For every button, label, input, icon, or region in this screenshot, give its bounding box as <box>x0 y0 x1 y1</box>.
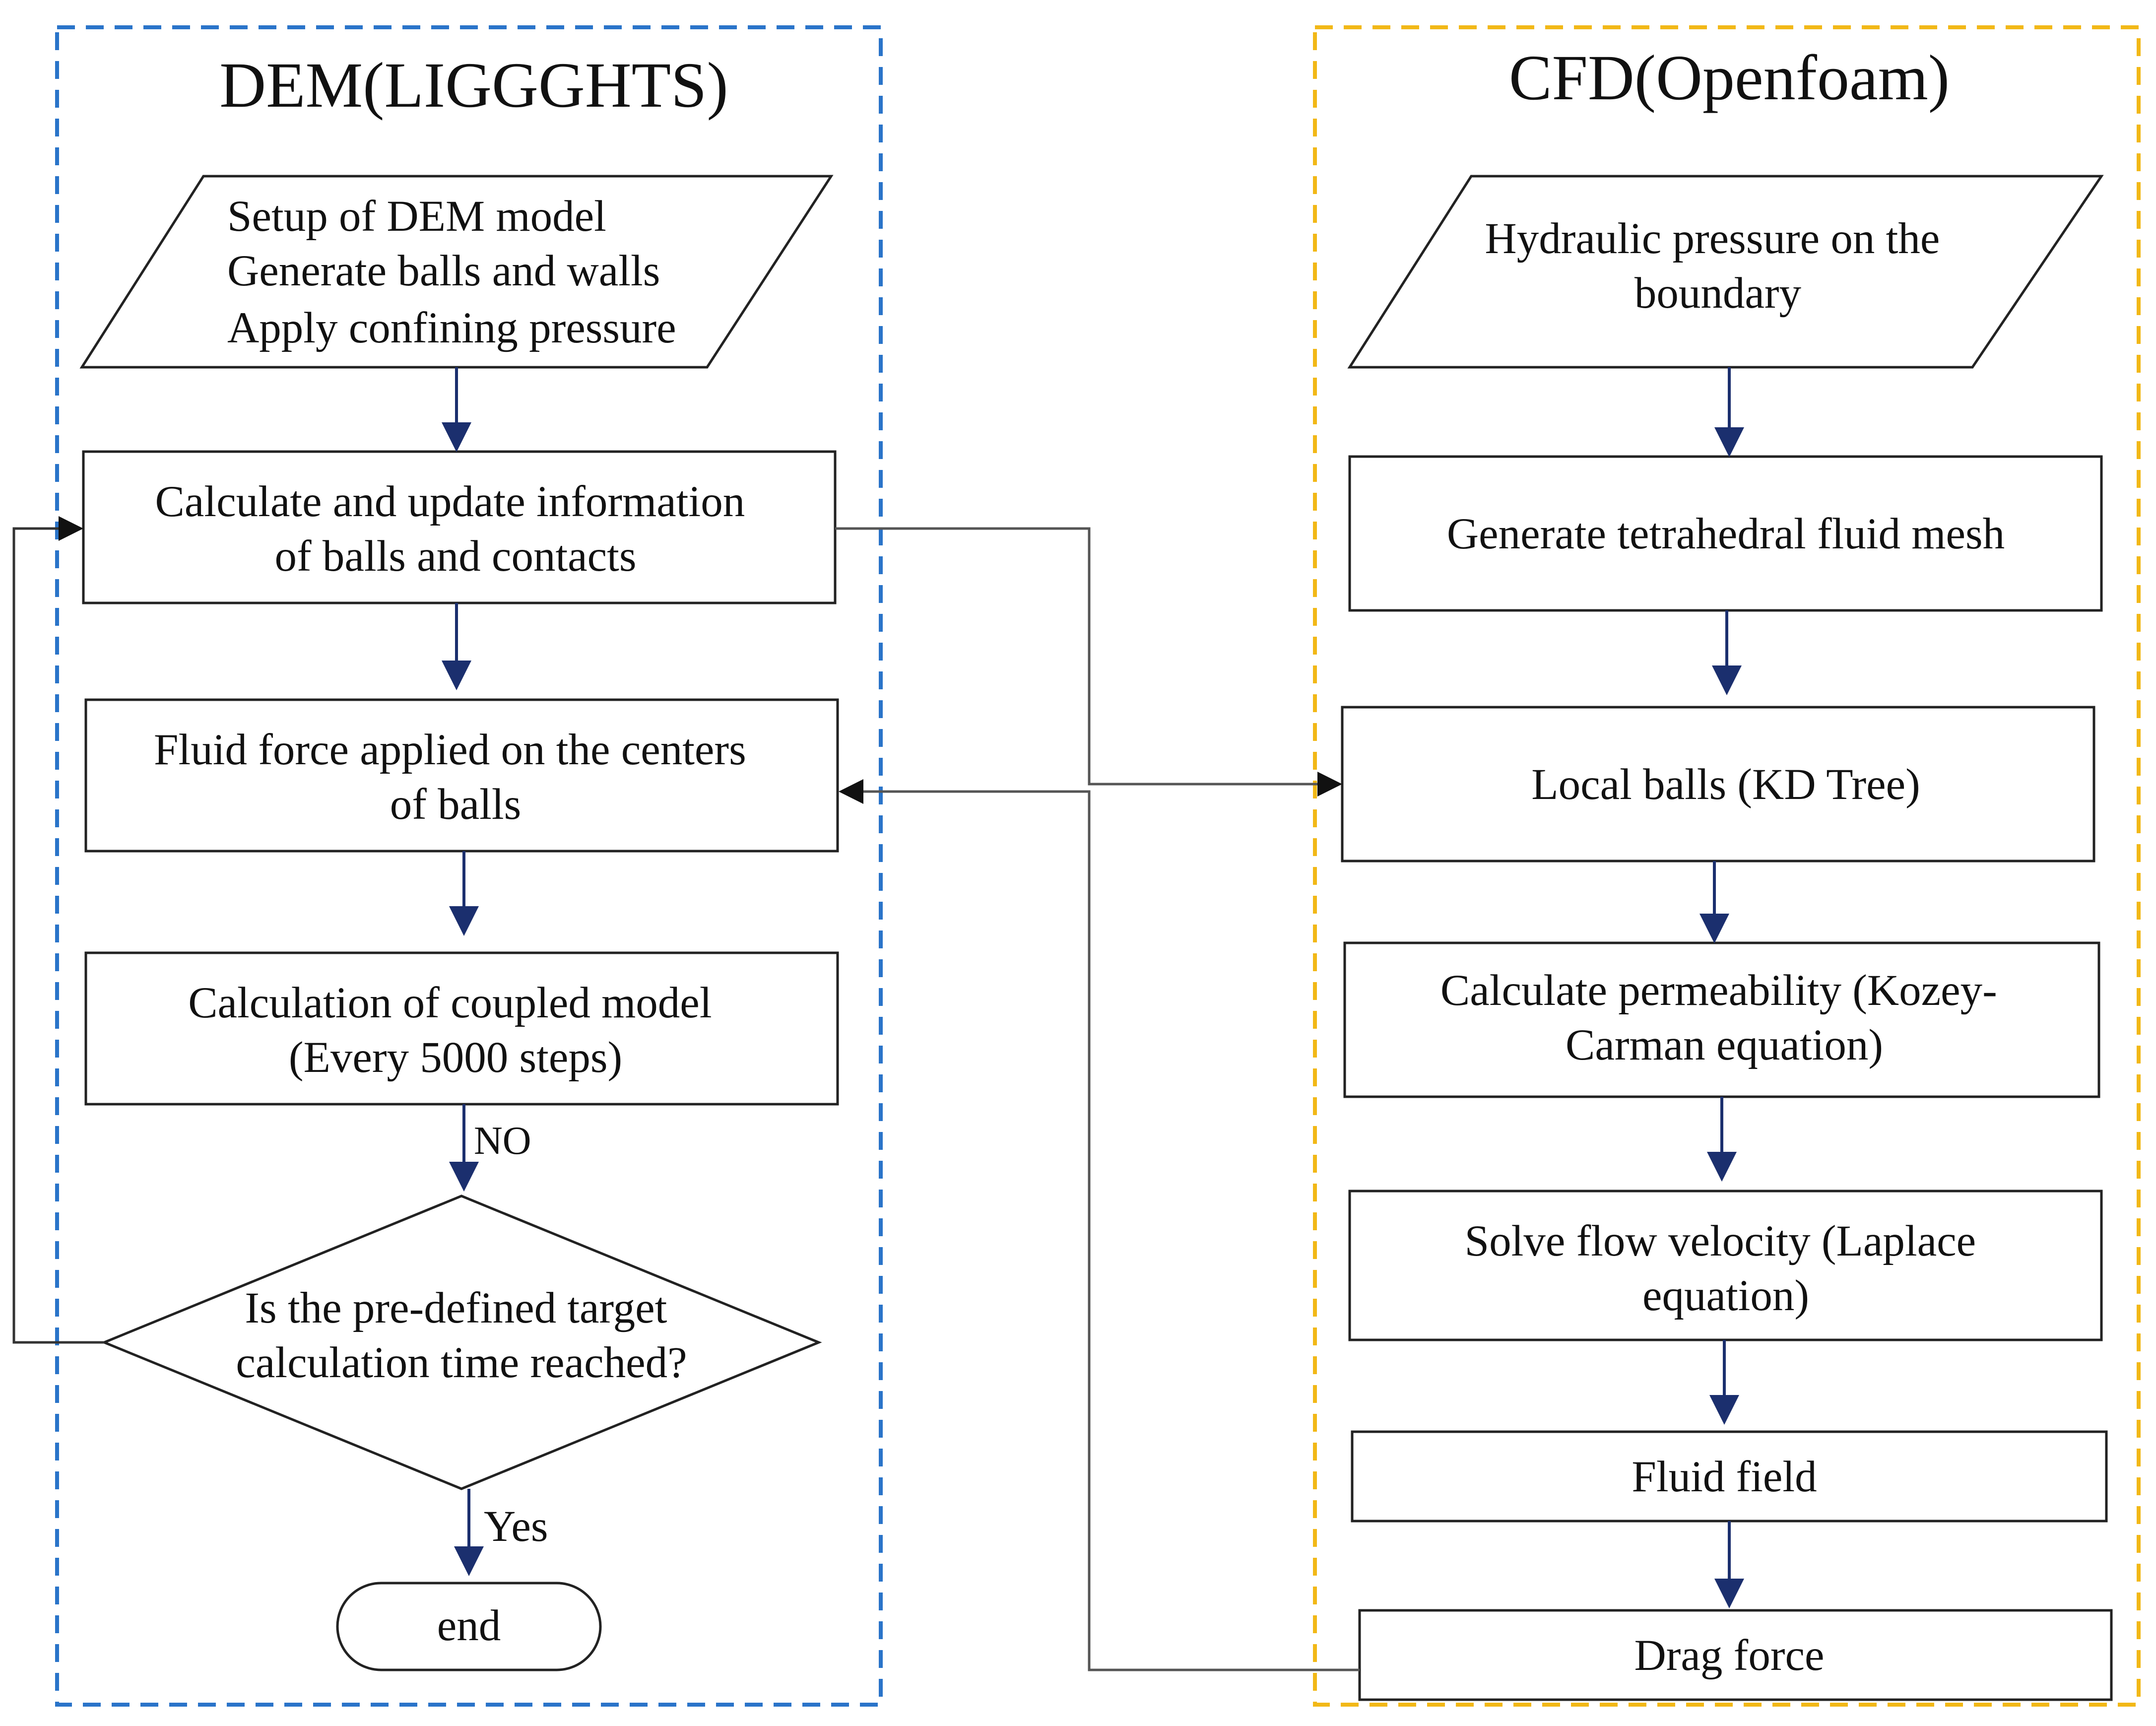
connector-update-to-local-balls <box>835 527 1342 797</box>
dem-decision-line-2: calculation time reached? <box>236 1338 687 1387</box>
dem-setup-line-3: Apply confining pressure <box>227 304 676 352</box>
cfd-mesh-box <box>1348 455 2103 612</box>
dem-fluid-force-line-1: Fluid force applied on the centers <box>154 726 746 774</box>
dem-update-line-2: of balls and contacts <box>274 532 636 581</box>
cfd-fluid-field-label: Fluid field <box>1632 1453 1817 1501</box>
dem-fluid-force-line-2: of balls <box>390 780 521 829</box>
dem-update-line-1: Calculate and update information <box>155 477 745 526</box>
dem-decision-diamond <box>101 1195 822 1490</box>
cfd-local-balls-box <box>1341 706 2095 863</box>
dem-fluid-force-label: Fluid force applied on the centers of ba… <box>154 726 757 829</box>
cfd-drag-box <box>1358 1609 2113 1701</box>
dem-fluid-force-box <box>84 698 839 853</box>
cfd-permeability-line-1: Calculate permeability (Kozey- <box>1440 966 1997 1015</box>
dem-update-box <box>82 450 837 604</box>
connector-decision-loop-back <box>12 516 104 1344</box>
cfd-velocity-box <box>1348 1190 2103 1341</box>
cfd-permeability-label: Calculate permeability (Kozey- Carman eq… <box>1440 966 2008 1069</box>
cfd-pressure-line-1: Hydraulic pressure on the <box>1485 214 1940 263</box>
dem-coupled-line-2: (Every 5000 steps) <box>289 1033 622 1082</box>
cfd-permeability-line-2: Carman equation) <box>1566 1021 1883 1069</box>
dem-setup-parallelogram <box>79 175 834 369</box>
dem-frame <box>55 25 883 1707</box>
dem-no-label: NO <box>474 1119 531 1163</box>
dem-setup-line-1: Setup of DEM model <box>227 192 606 241</box>
connector-drag-to-fluid-force <box>839 779 1360 1671</box>
dem-update-label: Calculate and update information of ball… <box>155 477 756 581</box>
cfd-drag-label: Drag force <box>1634 1631 1825 1680</box>
dem-end-terminator <box>336 1582 602 1671</box>
cfd-mesh-line-1: Generate tetrahedral fluid mesh <box>1447 510 2005 558</box>
dem-setup-label: Setup of DEM model Generate balls and wa… <box>227 192 676 352</box>
cfd-pressure-line-2: boundary <box>1634 269 1802 318</box>
dem-title: DEM(LIGGGHTS) <box>219 50 728 121</box>
cfd-fluid-field-line-1: Fluid field <box>1632 1453 1817 1501</box>
cfd-local-balls-line-1: Local balls (KD Tree) <box>1531 760 1920 809</box>
dem-setup-line-2: Generate balls and walls <box>227 247 660 295</box>
dem-coupled-label: Calculation of coupled model (Every 5000… <box>188 979 723 1082</box>
cfd-title: CFD(Openfoam) <box>1509 42 1950 114</box>
cfd-velocity-label: Solve flow velocity (Laplace equation) <box>1465 1217 1987 1320</box>
dem-decision-line-1: Is the pre-defined target <box>245 1284 667 1332</box>
cfd-pressure-label: Hydraulic pressure on the boundary <box>1485 214 1951 318</box>
cfd-frame <box>1313 25 2141 1707</box>
cfd-mesh-label: Generate tetrahedral fluid mesh <box>1447 510 2005 558</box>
cfd-pressure-parallelogram <box>1347 175 2104 369</box>
cfd-velocity-line-2: equation) <box>1642 1271 1809 1320</box>
dem-end-label: end <box>437 1601 501 1650</box>
dem-coupled-box <box>84 951 839 1106</box>
dem-coupled-line-1: Calculation of coupled model <box>188 979 712 1027</box>
cfd-local-balls-label: Local balls (KD Tree) <box>1531 760 1920 809</box>
dem-yes-label: Yes <box>484 1502 548 1551</box>
dem-decision-label: Is the pre-defined target calculation ti… <box>236 1284 687 1387</box>
cfd-drag-line-1: Drag force <box>1634 1631 1825 1680</box>
cfd-velocity-line-1: Solve flow velocity (Laplace <box>1465 1217 1976 1265</box>
